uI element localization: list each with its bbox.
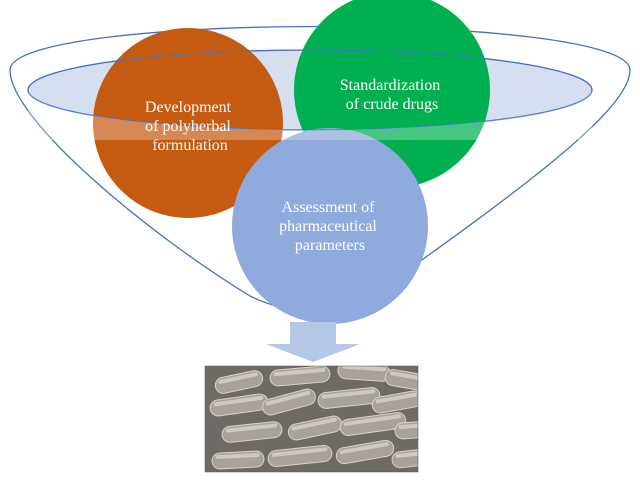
arrow-down-icon [266,322,360,362]
funnel-rim-overlay [28,50,592,130]
capsule [394,421,435,440]
label-development: Development of polyherbal formulation [145,99,235,154]
capsule [338,362,391,382]
capsules-photo [205,362,441,472]
